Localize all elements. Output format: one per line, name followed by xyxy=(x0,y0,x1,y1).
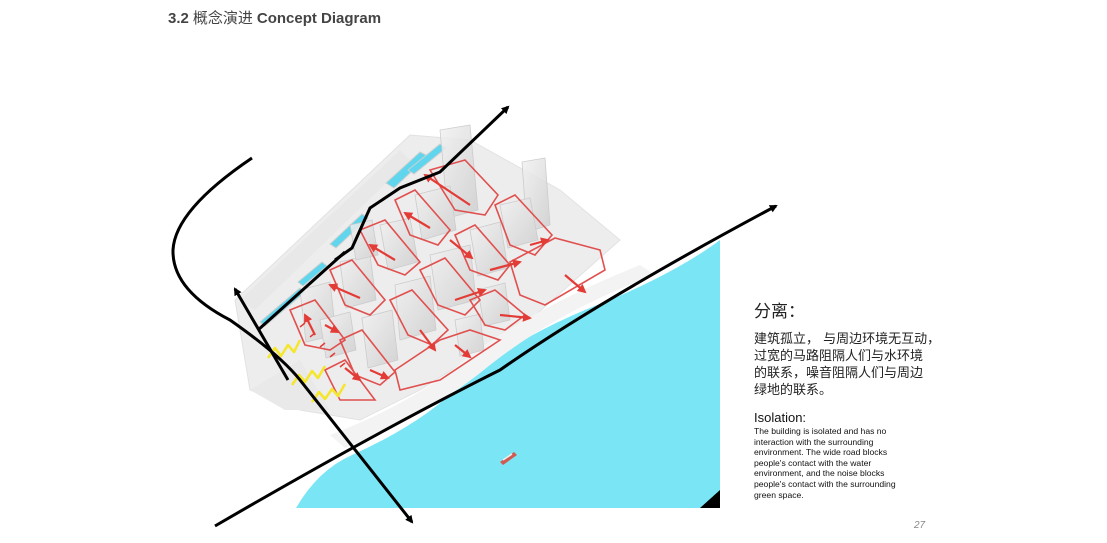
section-number: 3.2 xyxy=(168,10,189,27)
isolation-body-en-line: environment, and the noise blocks xyxy=(754,468,885,479)
isolation-body-cn-line: 过宽的马路阻隔人们与水环境 xyxy=(754,349,924,364)
isolation-body-en-line: interaction with the surrounding xyxy=(754,436,874,447)
isolation-heading-en: Isolation: xyxy=(754,410,807,425)
isolation-body-en-line: environment. The wide road blocks xyxy=(754,447,888,458)
lower-plaza xyxy=(250,360,330,410)
block-outlines xyxy=(288,159,606,401)
water-corner-shadow xyxy=(700,490,720,508)
west-green-strip xyxy=(240,150,410,310)
isolation-body-en-line: The building is isolated and has no xyxy=(754,426,887,436)
boat-icon xyxy=(500,452,517,465)
red-arrow-icon xyxy=(304,173,587,382)
isolation-body-cn: 建筑孤立， 与周边环境无互动， 过宽的马路阻隔人们与水环境 的联系，噪音阻隔人们… xyxy=(754,331,954,399)
isolation-body-cn-line: 建筑孤立， 与周边环境无互动， xyxy=(754,332,941,347)
isolation-body-en: The building is isolated and has no inte… xyxy=(754,426,929,500)
isolation-body-cn-line: 绿地的联系。 xyxy=(754,383,833,398)
page-number: 27 xyxy=(914,520,926,531)
waterfront-promenade xyxy=(330,265,655,448)
isolation-body-cn-line: 的联系，噪音阻隔人们与周边 xyxy=(754,366,924,381)
isolation-body-en-line: people's contact with the surrounding xyxy=(754,478,896,489)
isolation-body-en-line: people's contact with the water xyxy=(754,457,872,468)
building-masses xyxy=(299,124,551,369)
water-area xyxy=(296,240,720,508)
red-tick-marks xyxy=(299,322,346,368)
isolation-body-en-line: green space. xyxy=(754,489,804,500)
section-title-cn: 概念演进 xyxy=(192,9,253,27)
section-title-en: Concept Diagram xyxy=(256,10,382,27)
isolation-heading-cn: 分离： xyxy=(754,302,805,322)
road-arrows xyxy=(171,105,778,528)
